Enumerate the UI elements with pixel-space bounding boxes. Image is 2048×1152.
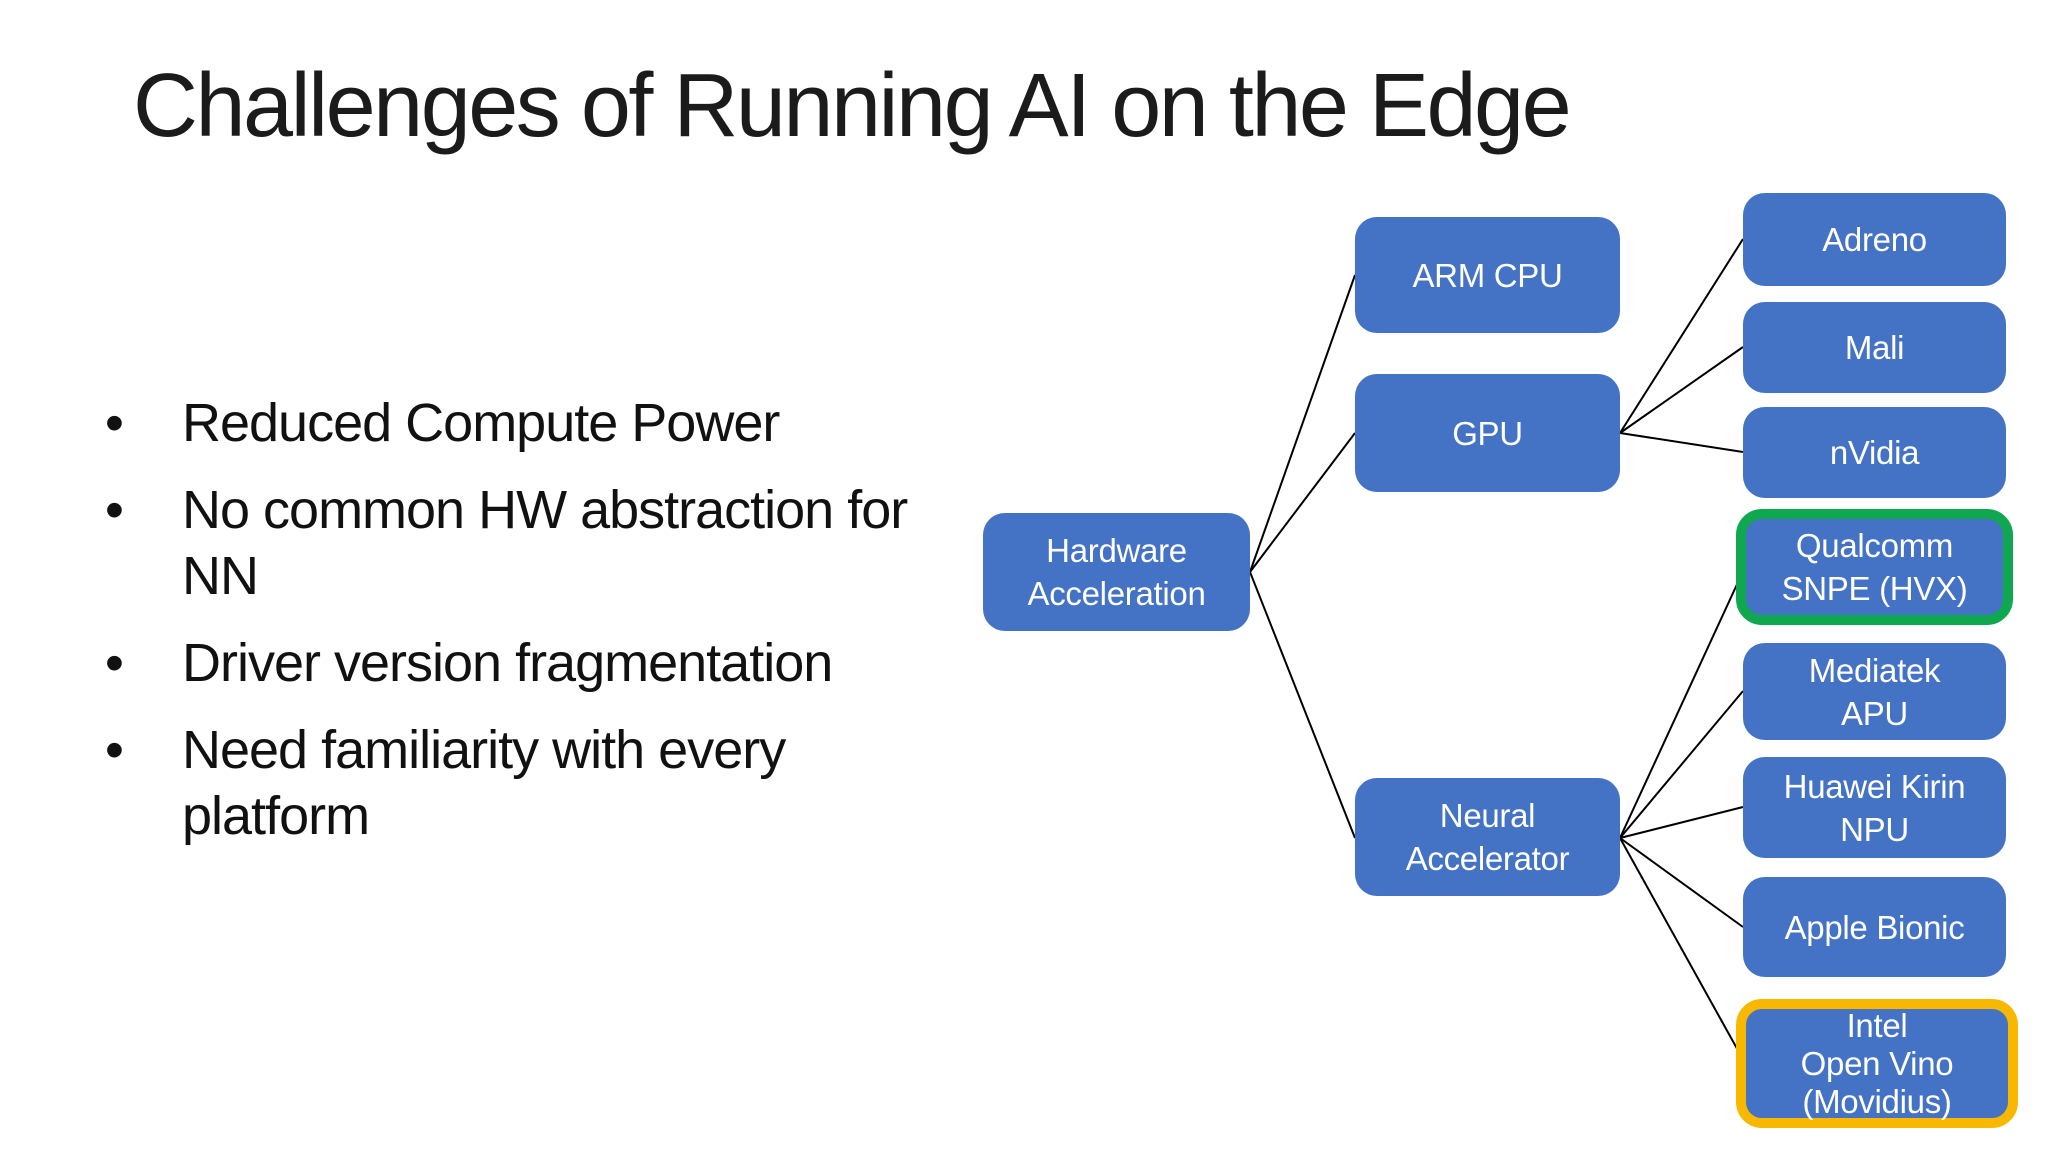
node-hardware-acceleration: Hardware Acceleration <box>983 513 1250 631</box>
node-mali: Mali <box>1743 302 2006 393</box>
node-label: Qualcomm SNPE (HVX) <box>1781 527 1968 607</box>
node-label: Mali <box>1844 329 1905 366</box>
page-title: Challenges of Running AI on the Edge <box>133 56 1572 156</box>
connector-hw-armcpu <box>1249 274 1356 573</box>
node-nvidia: nVidia <box>1743 407 2006 498</box>
node-qualcomm-snpe: Qualcomm SNPE (HVX) <box>1736 509 2013 625</box>
node-label: Adreno <box>1822 221 1927 258</box>
connector-gpu-mali <box>1619 346 1744 434</box>
bullet-item: Need familiarity with every platform <box>105 717 915 849</box>
connector-neural-intel <box>1619 837 1746 1064</box>
connector-neural-apple <box>1619 837 1744 928</box>
connector-neural-huawei <box>1619 806 1744 839</box>
node-label: Hardware Acceleration <box>1027 532 1206 612</box>
node-label: nVidia <box>1829 434 1920 471</box>
node-label: Huawei Kirin NPU <box>1783 767 1966 848</box>
node-apple-bionic: Apple Bionic <box>1743 877 2006 977</box>
bullet-item: Driver version fragmentation <box>105 630 915 696</box>
connector-hw-gpu <box>1249 432 1356 573</box>
node-neural-accelerator: Neural Accelerator <box>1355 778 1620 896</box>
node-gpu: GPU <box>1355 374 1620 492</box>
node-label: Apple Bionic <box>1784 908 1965 946</box>
connector-gpu-adreno <box>1619 238 1744 434</box>
node-label: Intel Open Vino (Movidius) <box>1800 1006 1954 1120</box>
node-label: Mediatek APU <box>1808 651 1941 732</box>
node-intel-openvino: Intel Open Vino (Movidius) <box>1736 999 2018 1128</box>
node-huawei-kirin-npu: Huawei Kirin NPU <box>1743 757 2006 858</box>
connector-neural-qualcomm <box>1619 566 1746 839</box>
connector-neural-mediatek <box>1619 690 1744 839</box>
bullet-item: No common HW abstraction for NN <box>105 477 915 609</box>
bullet-list: Reduced Compute Power No common HW abstr… <box>105 390 915 870</box>
bullet-item: Reduced Compute Power <box>105 390 915 456</box>
node-label: Neural Accelerator <box>1405 797 1570 877</box>
node-label: GPU <box>1452 414 1523 452</box>
node-mediatek-apu: Mediatek APU <box>1743 643 2006 740</box>
node-label: ARM CPU <box>1412 256 1563 294</box>
node-adreno: Adreno <box>1743 193 2006 286</box>
connector-gpu-nvidia <box>1619 432 1744 453</box>
connector-hw-neural <box>1249 571 1356 839</box>
node-arm-cpu: ARM CPU <box>1355 217 1620 333</box>
